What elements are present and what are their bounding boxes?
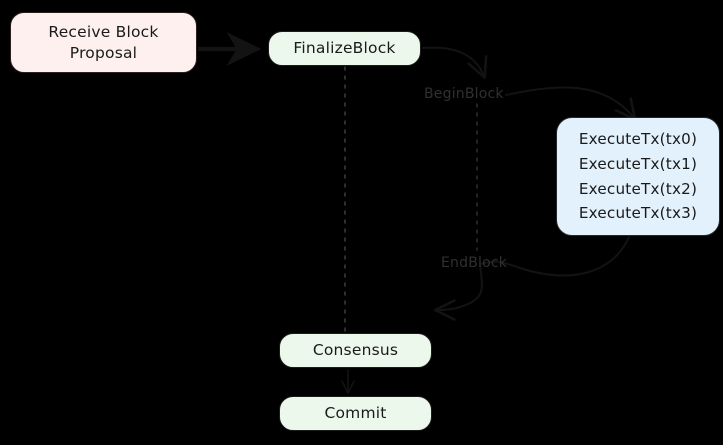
node-receive-block-proposal-label: Receive Block Proposal — [48, 23, 159, 62]
node-consensus-label: Consensus — [312, 341, 399, 360]
node-consensus[interactable]: Consensus — [279, 333, 432, 368]
edge-finalize-to-beginblock — [422, 46, 484, 76]
edge-beginblock-to-executetx — [505, 86, 634, 118]
node-commit[interactable]: Commit — [279, 396, 432, 431]
node-finalize-block-label: FinalizeBlock — [293, 39, 396, 58]
node-execute-tx-label: ExecuteTx(tx0) ExecuteTx(tx1) ExecuteTx(… — [578, 130, 698, 223]
node-finalize-block[interactable]: FinalizeBlock — [268, 31, 421, 66]
edge-executetx-to-consensus — [437, 236, 630, 310]
edge-label-begin-block: BeginBlock — [424, 86, 504, 102]
edge-label-end-block: EndBlock — [441, 255, 508, 271]
node-execute-tx[interactable]: ExecuteTx(tx0) ExecuteTx(tx1) ExecuteTx(… — [556, 117, 720, 236]
node-receive-block-proposal[interactable]: Receive Block Proposal — [10, 12, 197, 73]
node-commit-label: Commit — [324, 404, 387, 423]
